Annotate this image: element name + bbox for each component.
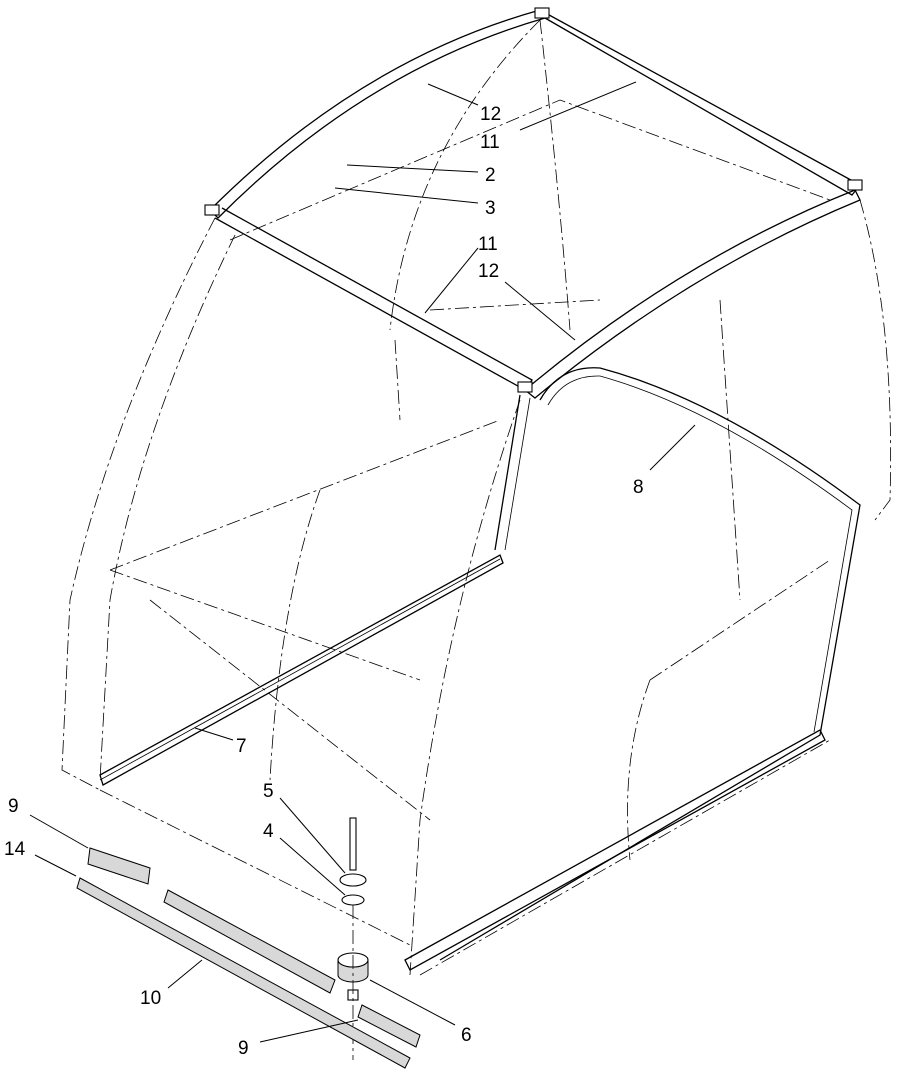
callout-10: 10 — [140, 988, 161, 1009]
callout-6: 6 — [461, 1025, 472, 1046]
roof-frame — [204, 7, 863, 399]
mount-hardware — [337, 817, 369, 1060]
strip-9-upper — [87, 847, 151, 885]
strip-10 — [163, 889, 336, 994]
callout-3: 3 — [485, 198, 496, 219]
cab-body-outline — [61, 19, 892, 976]
washer-4 — [341, 894, 365, 906]
callout-12: 12 — [478, 261, 499, 282]
callout-8: 8 — [633, 477, 644, 498]
callout-11: 11 — [480, 132, 500, 153]
callout-14: 14 — [4, 839, 26, 860]
corner-bracket — [204, 204, 220, 216]
callout-9: 9 — [238, 1038, 249, 1059]
corner-bracket — [534, 7, 550, 19]
sill-strip — [404, 729, 826, 971]
callout-11: 11 — [478, 234, 498, 255]
door-glass-seal — [439, 367, 861, 961]
strip-14 — [76, 877, 411, 1069]
leader-lines — [29, 81, 696, 1043]
callout-4: 4 — [263, 821, 274, 842]
seal-strip-7 — [99, 554, 504, 786]
washer-5 — [339, 873, 367, 887]
corner-bracket — [517, 381, 533, 393]
callout-2: 2 — [485, 165, 496, 186]
callout-9: 9 — [8, 796, 19, 817]
callout-7: 7 — [236, 736, 247, 757]
strip-9-lower — [357, 1004, 421, 1048]
corner-bracket — [847, 179, 863, 191]
callout-5: 5 — [263, 781, 274, 802]
callout-12: 12 — [480, 104, 501, 125]
loose-strips — [76, 847, 421, 1069]
bolt — [349, 817, 357, 871]
